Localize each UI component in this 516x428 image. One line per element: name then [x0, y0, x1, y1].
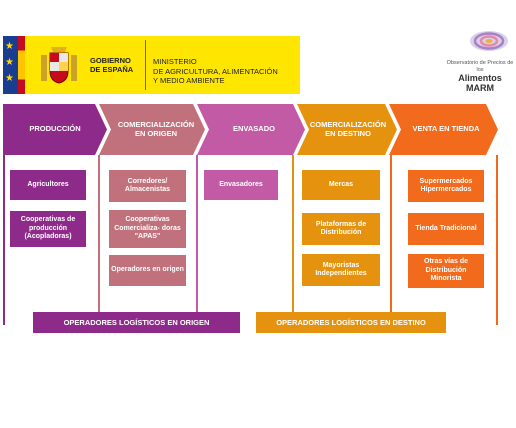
coat-of-arms-icon [41, 47, 77, 84]
stage-chevron [197, 104, 305, 155]
column-divider [98, 155, 100, 325]
stage-comercializacion-origen: COMERCIALIZACIÓN EN ORIGEN [117, 120, 195, 138]
node-supermercados: Supermercados Hipermercados [408, 170, 484, 202]
column-divider [292, 155, 294, 325]
node-cooperativas-apas: Cooperativas Comercializa- doras "APAS" [109, 210, 186, 248]
node-tienda-tradicional: Tienda Tradicional [408, 213, 484, 245]
star-icon: ★ [5, 57, 14, 68]
stage-chevron [389, 104, 498, 155]
ministerio-line: DE AGRICULTURA, ALIMENTACIÓN [153, 66, 278, 76]
observatorio-small-text: Observatorio de Precios de los [446, 60, 514, 73]
stage-chevron [297, 104, 397, 155]
ministerio-line: MINISTERIO [153, 57, 197, 66]
stage-envasado: ENVASADO [233, 124, 275, 134]
node-plataformas: Plataformas de Distribución [302, 213, 380, 245]
eu-flag-strip: ★ ★ ★ [3, 36, 18, 94]
ministerio-label: MINISTERIO DE AGRICULTURA, ALIMENTACIÓN … [153, 57, 298, 86]
observatorio-title-line: MARM [466, 83, 494, 93]
star-icon: ★ [5, 73, 14, 84]
node-otras-vias: Otras vías de Distribución Minorista [408, 254, 484, 288]
node-envasadores: Envasadores [204, 170, 278, 200]
ministerio-line: Y MEDIO AMBIENTE [153, 76, 225, 85]
stage-chevron [3, 104, 107, 155]
observatorio-logo-icon [470, 31, 508, 51]
spain-flag-strip [18, 36, 25, 94]
column-divider [196, 155, 198, 325]
stage-comercializacion-destino: COMERCIALIZACIÓN EN DESTINO [309, 120, 387, 138]
column-divider [3, 155, 5, 325]
process-chevron-band [3, 104, 498, 155]
stage-venta-tienda: VENTA EN TIENDA [412, 124, 480, 134]
column-divider [496, 155, 498, 325]
stage-chevron [99, 104, 205, 155]
bar-operadores-origen: OPERADORES LOGÍSTICOS EN ORIGEN [33, 312, 240, 333]
node-corredores: Corredores/ Almacenistas [109, 170, 186, 202]
gobierno-label: GOBIERNO DE ESPAÑA [90, 56, 134, 74]
stage-produccion: PRODUCCIÓN [29, 124, 81, 134]
node-operadores-origen: Operadores en origen [109, 255, 186, 286]
observatorio-title-line: Alimentos [458, 73, 502, 83]
node-cooperativas-produccion: Cooperativas de producción (Acopladoras) [10, 211, 86, 247]
observatorio-title: Alimentos MARM [446, 73, 514, 93]
node-agricultores: Agricultores [10, 170, 86, 200]
star-icon: ★ [5, 41, 14, 52]
node-mayoristas: Mayoristas Independientes [302, 254, 380, 286]
node-mercas: Mercas [302, 170, 380, 200]
bar-operadores-destino: OPERADORES LOGÍSTICOS EN DESTINO [256, 312, 446, 333]
header-divider [145, 40, 146, 90]
government-banner [25, 36, 300, 94]
column-divider [390, 155, 392, 325]
